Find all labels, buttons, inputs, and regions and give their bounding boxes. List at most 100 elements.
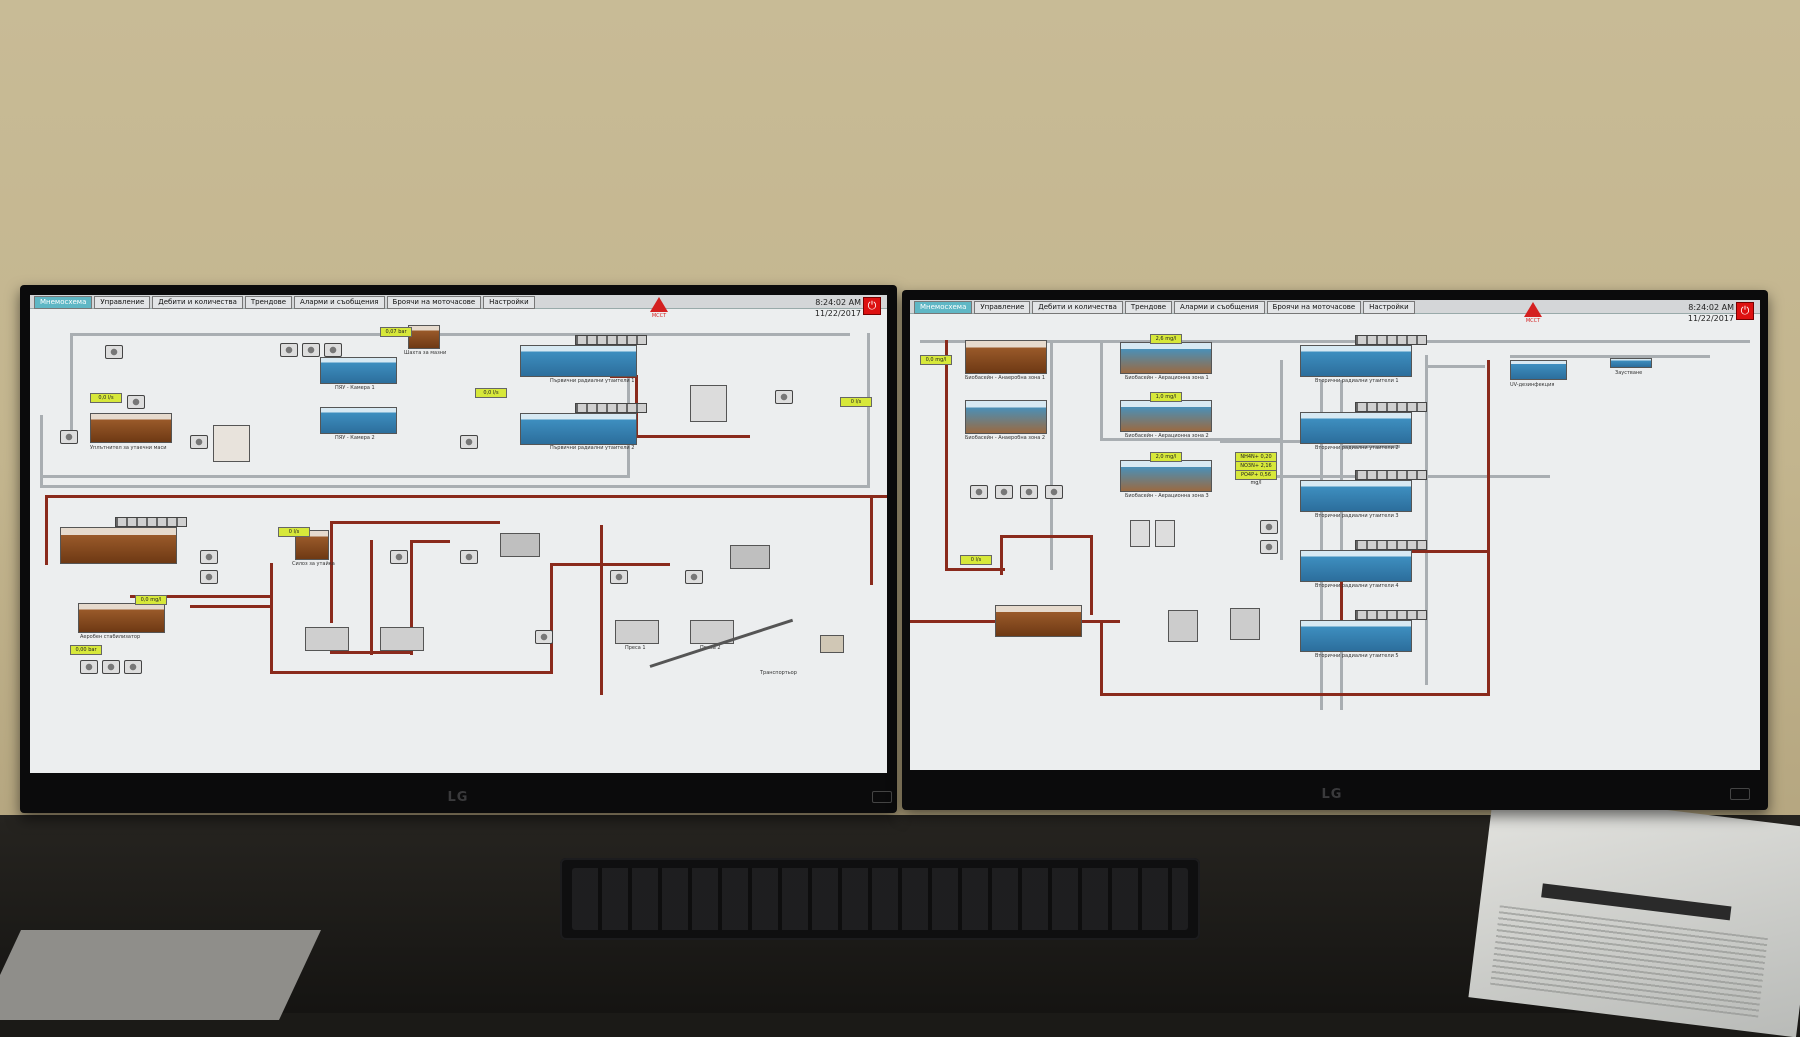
phosphate-sensor: PO4P+ 0,56 mg/l (1235, 470, 1277, 486)
blower-icon[interactable] (324, 343, 342, 357)
uv-disinfection[interactable] (1510, 360, 1567, 380)
fat-tank[interactable] (213, 425, 250, 462)
dewatering-unit-1[interactable] (305, 627, 349, 651)
air-pipe (1320, 380, 1323, 710)
outlet[interactable] (1610, 358, 1652, 368)
primary-settler-1[interactable] (520, 345, 637, 377)
tab-control[interactable]: Управление (94, 296, 151, 309)
aerobic-tank[interactable] (60, 527, 177, 564)
right-nav-bar: Мнемосхема Управление Дебити и количеств… (910, 300, 1760, 314)
blower-icon[interactable] (80, 660, 98, 674)
scum-pump-station-1[interactable] (1168, 610, 1198, 642)
tab-control[interactable]: Управление (974, 301, 1031, 314)
blower-icon[interactable] (970, 485, 988, 499)
tab-mnemonic[interactable]: Мнемосхема (914, 301, 973, 314)
tab-alarms[interactable]: Аларми и съобщения (1174, 301, 1265, 314)
primary-settler-2[interactable] (520, 413, 637, 445)
dosing-tank-2[interactable] (1155, 520, 1175, 547)
tab-counters[interactable]: Броячи на моточасове (386, 296, 482, 309)
pump-icon[interactable] (200, 550, 218, 564)
blower-icon[interactable] (302, 343, 320, 357)
air-pipe (40, 485, 870, 488)
aerobic-stabilizer[interactable] (78, 603, 165, 633)
sludge-silo[interactable] (295, 530, 329, 560)
secondary-settler-1[interactable] (1300, 345, 1412, 377)
grit-chamber-2[interactable] (320, 407, 397, 434)
dosing-tank-1[interactable] (1130, 520, 1150, 547)
alarm-warning-icon[interactable] (1524, 302, 1542, 317)
pump-icon[interactable] (685, 570, 703, 584)
anaerobic-zone-1[interactable] (965, 340, 1047, 374)
power-off-icon[interactable]: ⏻ (1736, 302, 1754, 320)
tab-alarms[interactable]: Аларми и съобщения (294, 296, 385, 309)
primary-settler-1-label: Първични радиални утаители 1 (550, 378, 635, 384)
alarm-warning-icon[interactable] (650, 297, 668, 312)
flow-sensor: 0,0 l/s (90, 393, 122, 403)
polymer-unit-2[interactable] (730, 545, 770, 569)
anaerobic-zone-1-label: Биобасейн - Анаеробна зона 1 (965, 375, 1046, 381)
monitor-power-button[interactable] (872, 791, 892, 803)
air-pipe (40, 415, 43, 485)
sludge-pipe (370, 540, 373, 655)
polymer-unit-1[interactable] (500, 533, 540, 557)
tab-settings[interactable]: Настройки (1363, 301, 1415, 314)
aeration-zone-2[interactable] (1120, 400, 1212, 432)
tab-flows[interactable]: Дебити и количества (152, 296, 243, 309)
press-1-label: Преса 1 (625, 645, 646, 651)
blower-icon[interactable] (995, 485, 1013, 499)
air-pipe (70, 333, 73, 443)
blower-icon[interactable] (1045, 485, 1063, 499)
tab-trends[interactable]: Трендове (1124, 301, 1173, 314)
pump-icon[interactable] (60, 430, 78, 444)
secondary-settler-2[interactable] (1300, 412, 1412, 444)
scum-pump-station-2[interactable] (1230, 608, 1260, 640)
secondary-settler-3[interactable] (1300, 480, 1412, 512)
return-sludge-pump-station[interactable] (995, 605, 1082, 637)
keyboard (560, 858, 1200, 940)
flow-sensor: 0 l/s (960, 555, 992, 565)
tab-counters[interactable]: Броячи на моточасове (1266, 301, 1362, 314)
flow-sensor: 0 l/s (840, 397, 872, 407)
pump-icon[interactable] (460, 435, 478, 449)
press-1[interactable] (615, 620, 659, 644)
flow-sensor: 0 l/s (278, 527, 310, 537)
aeration-zone-1[interactable] (1120, 342, 1212, 374)
press-unit[interactable] (690, 385, 727, 422)
pump-icon[interactable] (200, 570, 218, 584)
pump-icon[interactable] (390, 550, 408, 564)
blower-icon[interactable] (102, 660, 120, 674)
secondary-settler-2-label: Вторични радиални утаители 2 (1315, 445, 1399, 451)
sludge-pipe (1100, 620, 1103, 695)
pump-icon[interactable] (1260, 540, 1278, 554)
power-off-icon[interactable]: ⏻ (863, 297, 881, 315)
tab-settings[interactable]: Настройки (483, 296, 535, 309)
pump-icon[interactable] (775, 390, 793, 404)
fan-icon[interactable] (535, 630, 553, 644)
secondary-settler-4[interactable] (1300, 550, 1412, 582)
pump-icon[interactable] (460, 550, 478, 564)
dewatering-unit-2[interactable] (380, 627, 424, 651)
sludge-thickener[interactable] (90, 413, 172, 443)
blower-icon[interactable] (1020, 485, 1038, 499)
sludge-silo-label: Силоз за утайка (292, 561, 335, 567)
tab-flows[interactable]: Дебити и количества (1032, 301, 1123, 314)
anaerobic-zone-2[interactable] (965, 400, 1047, 434)
sludge-pipe (45, 495, 48, 565)
tab-mnemonic[interactable]: Мнемосхема (34, 296, 93, 309)
secondary-settler-5[interactable] (1300, 620, 1412, 652)
pump-icon[interactable] (190, 435, 208, 449)
pump-icon[interactable] (610, 570, 628, 584)
monitor-power-button[interactable] (1730, 788, 1750, 800)
aeration-zone-3-label: Биобасейн - Аерационна зона 3 (1125, 493, 1209, 499)
aeration-zone-3[interactable] (1120, 460, 1212, 492)
blower-icon[interactable] (280, 343, 298, 357)
fan-icon[interactable] (127, 395, 145, 409)
fan-icon[interactable] (105, 345, 123, 359)
pump-icon[interactable] (1260, 520, 1278, 534)
tab-trends[interactable]: Трендове (244, 296, 293, 309)
sludge-container[interactable] (820, 635, 844, 653)
fat-shaft[interactable] (408, 325, 440, 349)
settler-bridge (1355, 335, 1427, 345)
grit-chamber-1[interactable] (320, 357, 397, 384)
blower-icon[interactable] (124, 660, 142, 674)
